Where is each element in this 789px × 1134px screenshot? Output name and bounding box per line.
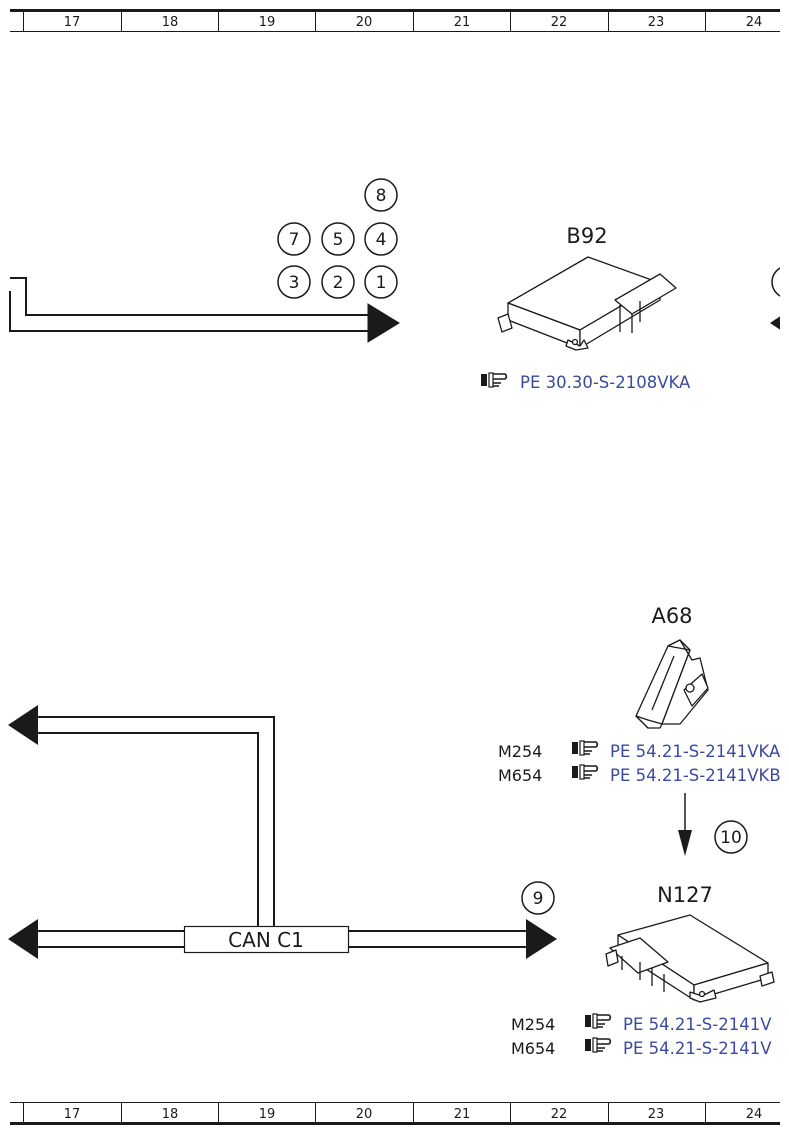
ruler-bottom-col-19: 19 xyxy=(259,1107,276,1122)
svg-text:4: 4 xyxy=(376,230,387,250)
ruler-col-24: 24 xyxy=(746,15,763,30)
n127-model-2: M654 xyxy=(511,1039,555,1058)
can-bus-lines xyxy=(36,716,528,948)
svg-text:1: 1 xyxy=(376,273,387,293)
svg-text:10: 10 xyxy=(720,828,742,848)
circle-marker-5: 5 xyxy=(321,222,355,256)
svg-text:7: 7 xyxy=(289,230,300,250)
circle-marker-1: 1 xyxy=(364,265,398,299)
ruler-bottom-col-20: 20 xyxy=(356,1107,373,1122)
svg-text:2: 2 xyxy=(333,273,344,293)
svg-text:3: 3 xyxy=(289,273,300,293)
bottom-ruler: 17 18 19 20 21 22 23 24 xyxy=(10,1102,780,1125)
pointing-hand-icon xyxy=(481,372,508,388)
ruler-bottom-col-21: 21 xyxy=(454,1107,471,1122)
circle-marker-2: 2 xyxy=(321,265,355,299)
n127-label: N127 xyxy=(657,883,713,907)
a68-pedal-icon xyxy=(635,639,709,729)
can-arrow-left xyxy=(8,919,38,959)
ruler-bottom-col-17: 17 xyxy=(64,1107,81,1122)
b92-ref-text[interactable]: PE 30.30-S-2108VKA xyxy=(520,373,691,392)
top-ruler: 17 18 19 20 21 22 23 24 xyxy=(10,9,780,32)
circle-marker-3: 3 xyxy=(277,265,311,299)
can-c1-label: CAN C1 xyxy=(228,928,304,952)
ruler-col-23: 23 xyxy=(648,15,665,30)
n127-model-1: M254 xyxy=(511,1015,555,1034)
right-edge-partial xyxy=(770,267,780,330)
ruler-bottom-col-24: 24 xyxy=(746,1107,763,1122)
ruler-bottom-col-22: 22 xyxy=(551,1107,568,1122)
b92-module-icon xyxy=(497,256,677,351)
a68-to-n127-arrow xyxy=(678,793,692,856)
ruler-bottom-col-18: 18 xyxy=(162,1107,179,1122)
circle-marker-7: 7 xyxy=(277,222,311,256)
circle-marker-10: 10 xyxy=(714,820,748,854)
upper-signal-arrow xyxy=(9,277,400,343)
n127-ref-1[interactable]: PE 54.21-S-2141V xyxy=(623,1015,772,1034)
a68-ref-1[interactable]: PE 54.21-S-2141VKA xyxy=(610,742,781,761)
ruler-col-17: 17 xyxy=(64,15,81,30)
pointing-hand-icon xyxy=(585,1037,612,1053)
circle-marker-9: 9 xyxy=(521,881,555,915)
a68-model-1: M254 xyxy=(498,742,542,761)
can-c1-box: CAN C1 xyxy=(183,925,350,954)
ruler-col-18: 18 xyxy=(162,15,179,30)
ruler-col-19: 19 xyxy=(259,15,276,30)
circle-marker-8: 8 xyxy=(364,178,398,212)
svg-text:9: 9 xyxy=(533,889,544,909)
circle-marker-4: 4 xyxy=(364,222,398,256)
pointing-hand-icon xyxy=(585,1013,612,1029)
svg-text:5: 5 xyxy=(333,230,344,250)
b92-label: B92 xyxy=(566,224,607,248)
can-arrow-upper-left xyxy=(8,705,38,745)
a68-model-2: M654 xyxy=(498,766,542,785)
ruler-col-21: 21 xyxy=(454,15,471,30)
ruler-col-22: 22 xyxy=(551,15,568,30)
n127-module-icon xyxy=(605,914,775,1003)
pointing-hand-icon xyxy=(572,740,599,756)
pointing-hand-icon xyxy=(572,764,599,780)
n127-ref-2[interactable]: PE 54.21-S-2141V xyxy=(623,1039,772,1058)
a68-label: A68 xyxy=(651,604,692,628)
a68-ref-2[interactable]: PE 54.21-S-2141VKB xyxy=(610,766,781,785)
can-arrow-right xyxy=(526,919,557,959)
svg-text:8: 8 xyxy=(376,186,387,206)
b92-reference[interactable]: PE 30.30-S-2108VKA xyxy=(481,372,691,392)
ruler-col-20: 20 xyxy=(356,15,373,30)
ruler-bottom-col-23: 23 xyxy=(648,1107,665,1122)
